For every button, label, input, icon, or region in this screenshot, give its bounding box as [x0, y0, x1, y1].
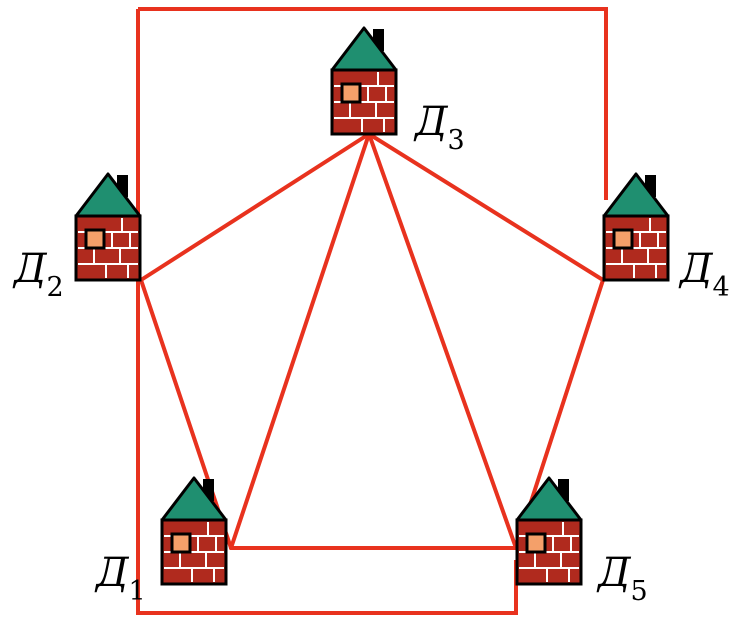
house-d3: [330, 26, 398, 136]
house-d2: [74, 172, 142, 282]
outer-frame-left: [136, 9, 518, 615]
edge-d1-d3: [229, 132, 371, 550]
label-d2: Д2: [12, 246, 64, 303]
edge-d2-d1: [139, 278, 233, 550]
edge-d2-d3: [139, 132, 371, 282]
label-d4: Д4: [678, 246, 730, 303]
house-d1: [160, 476, 228, 586]
house-d5: [515, 476, 583, 586]
label-d1: Д1: [94, 550, 146, 607]
outer-frame: [138, 7, 608, 200]
house-d4: [602, 172, 670, 282]
edge-d3-d4: [367, 132, 605, 282]
label-d5: Д5: [596, 550, 648, 607]
label-d3: Д3: [413, 99, 465, 156]
edge-d3-d5: [367, 132, 518, 550]
